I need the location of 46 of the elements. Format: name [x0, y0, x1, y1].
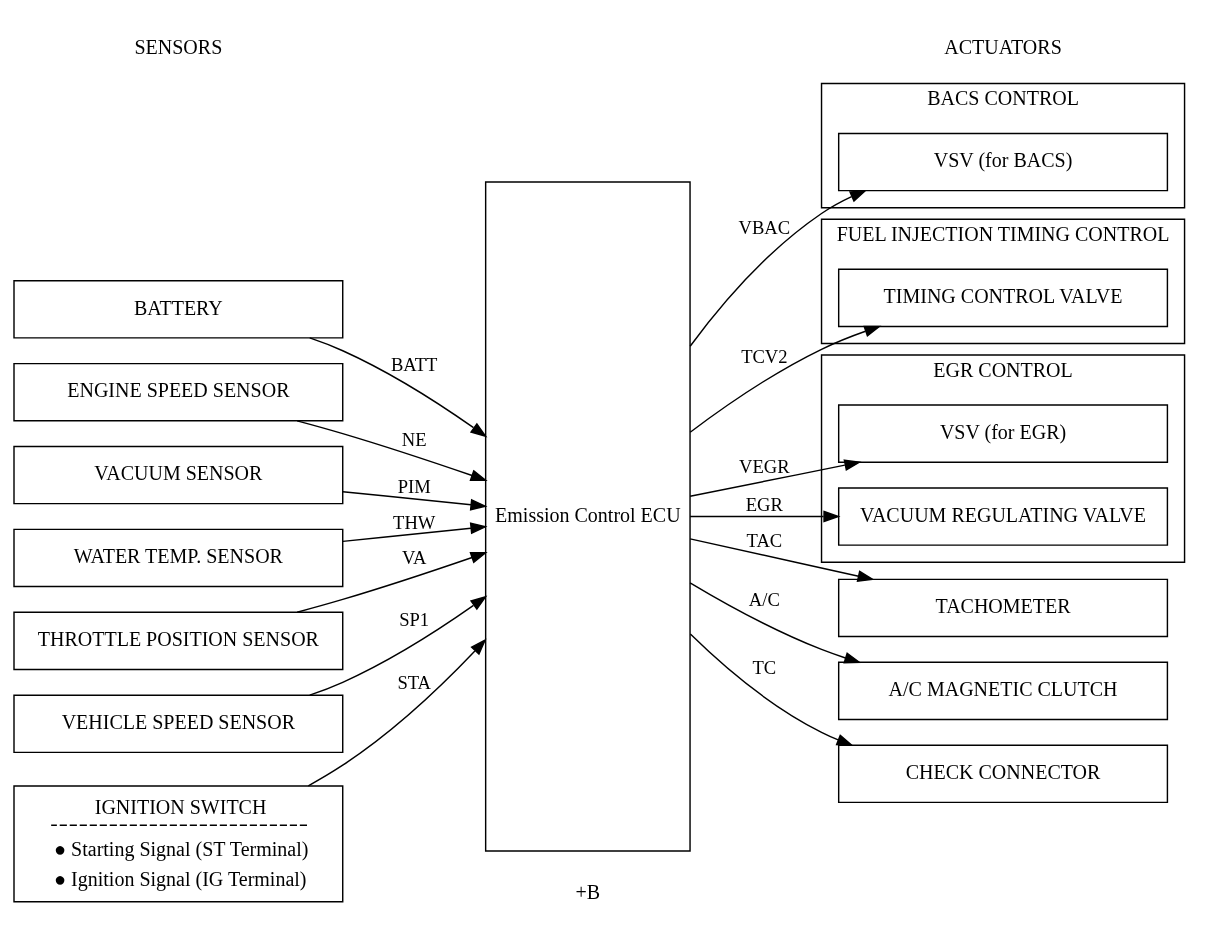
arrow: [689, 189, 868, 347]
node-box: ENGINE SPEED SENSOR: [13, 362, 344, 422]
node-box: A/C MAGNETIC CLUTCH: [837, 661, 1169, 721]
node-box: BATTERY: [13, 279, 344, 339]
label: ACTUATORS: [944, 36, 1062, 59]
arrow: [309, 337, 488, 438]
arrow: [309, 595, 488, 696]
node-box: VACUUM SENSOR: [13, 445, 344, 505]
arrow: [689, 325, 882, 433]
node-box: CHECK CONNECTOR: [837, 744, 1169, 804]
arrow: [296, 552, 488, 613]
edge-label: VA: [401, 547, 427, 569]
edge-label: VEGR: [739, 455, 790, 477]
arrow: [689, 510, 841, 523]
edge-label: THW: [393, 511, 436, 533]
node-box: VACUUM REGULATING VALVE: [837, 487, 1169, 546]
edge-label: BATT: [390, 354, 438, 376]
node-box: IGNITION SWITCH ● Starting Signal (ST Terminal) ● Ignition Signal (IG Terminal): [13, 785, 344, 903]
edge-label: SP1: [399, 608, 430, 630]
node-box: VSV (for BACS): [837, 132, 1169, 192]
arrow: [689, 633, 854, 746]
arrow: [296, 420, 488, 481]
edge-label: NE: [401, 428, 427, 450]
arrow: [307, 638, 487, 787]
node-box: WATER TEMP. SENSOR: [13, 528, 344, 588]
edge-label: TCV2: [741, 345, 788, 367]
edge-label: A/C: [748, 588, 780, 610]
node-box: TACHOMETER: [837, 578, 1169, 638]
node-box: Emission Control ECU: [484, 181, 691, 852]
edge-label: TAC: [746, 530, 783, 552]
node-box: THROTTLE POSITION SENSOR: [13, 611, 344, 671]
arrow: [689, 538, 875, 582]
arrow: [689, 459, 862, 497]
edge-label: EGR: [745, 494, 783, 516]
edge-label: STA: [397, 671, 431, 693]
label: SENSORS: [134, 36, 223, 59]
edge-label: VBAC: [738, 217, 791, 239]
label: +B: [575, 881, 601, 904]
edge-label: PIM: [397, 475, 431, 497]
node-box: VEHICLE SPEED SENSOR: [13, 694, 344, 754]
node-box: VSV (for EGR): [837, 404, 1169, 463]
arrow: [342, 522, 488, 543]
arrow: [689, 582, 862, 664]
arrow: [342, 491, 488, 511]
node-box: TIMING CONTROL VALVE: [837, 268, 1169, 328]
edge-label: TC: [752, 657, 777, 679]
